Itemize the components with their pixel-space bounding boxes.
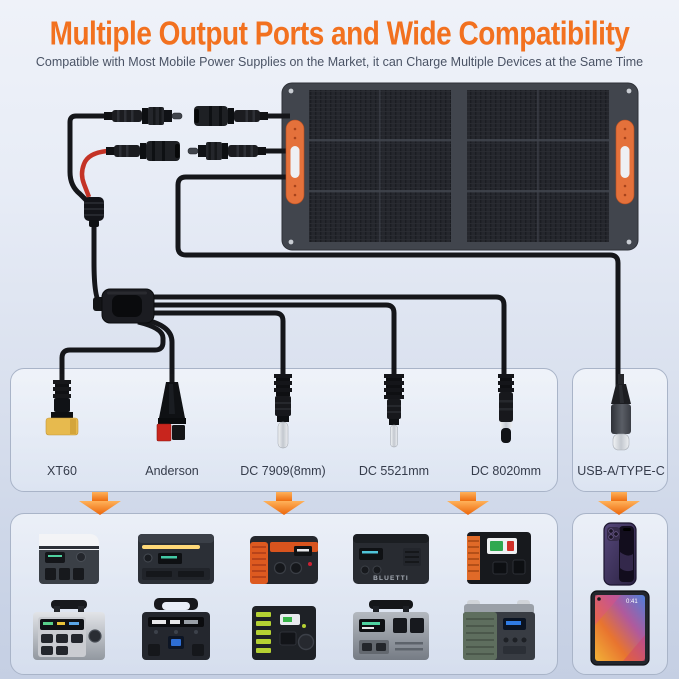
mobile-device-box: 0:41 bbox=[572, 513, 668, 675]
page-subtitle: Compatible with Most Mobile Power Suppli… bbox=[35, 55, 644, 69]
panel-handles bbox=[285, 119, 635, 205]
mc4-female-icon bbox=[106, 141, 180, 161]
power-station-gray-handle bbox=[340, 595, 443, 669]
header: Multiple Output Ports and Wide Compatibi… bbox=[0, 0, 679, 69]
connector-label: DC 5521mm bbox=[358, 464, 430, 478]
mc4-connector-pairs bbox=[103, 106, 268, 161]
dc7909-plug-icon bbox=[274, 374, 292, 449]
dc5521-plug-icon bbox=[384, 374, 404, 448]
device-group-box: BLUETTI bbox=[10, 513, 558, 675]
usb-type-c-plug-icon bbox=[611, 374, 631, 451]
page-title: Multiple Output Ports and Wide Compatibi… bbox=[49, 15, 630, 52]
bluetti-logo: BLUETTI bbox=[374, 575, 410, 582]
down-arrow-icon bbox=[598, 492, 640, 515]
connector-label: Anderson bbox=[145, 464, 199, 478]
mc4-male-icon bbox=[103, 106, 183, 126]
connector-label: XT60 bbox=[47, 464, 77, 478]
connector-xt60: XT60 bbox=[14, 374, 110, 478]
power-station-white bbox=[18, 519, 121, 593]
power-station-green bbox=[447, 595, 550, 669]
down-arrow-icon bbox=[263, 492, 305, 515]
down-arrow-icon bbox=[79, 492, 121, 515]
power-station-lime bbox=[232, 595, 335, 669]
connector-dc5521: DC 5521mm bbox=[346, 374, 442, 478]
down-arrow-icon bbox=[447, 492, 489, 515]
cable-splitter-icon bbox=[93, 288, 155, 324]
connector-label: DC 8020mm bbox=[470, 464, 542, 478]
connector-label: DC 7909(8mm) bbox=[240, 464, 326, 478]
connector-label: USB-A/TYPE-C bbox=[577, 464, 665, 478]
connector-dc7909: DC 7909(8mm) bbox=[235, 374, 331, 478]
mc4-male-icon bbox=[187, 141, 267, 161]
red-wire bbox=[79, 148, 108, 198]
connector-anderson: Anderson bbox=[124, 374, 220, 478]
power-station-flashfish bbox=[447, 519, 550, 593]
power-station-bluetti: BLUETTI bbox=[340, 519, 443, 593]
connector-usb-c: USB-A/TYPE-C bbox=[573, 374, 669, 478]
cables bbox=[59, 113, 621, 392]
smartphone-icon bbox=[603, 522, 637, 586]
dc-junction-plug-icon bbox=[84, 197, 104, 227]
tablet-icon: 0:41 bbox=[590, 590, 650, 666]
power-station-yellow-strip bbox=[125, 519, 228, 593]
connector-dc8020: DC 8020mm bbox=[458, 374, 554, 478]
power-station-silver bbox=[18, 595, 121, 669]
tablet-clock: 0:41 bbox=[626, 599, 638, 605]
dc8020-plug-icon bbox=[498, 374, 514, 443]
power-station-orange bbox=[232, 519, 335, 593]
power-station-dark-handle bbox=[125, 595, 228, 669]
mc4-female-icon bbox=[194, 106, 268, 126]
solar-panel-icon bbox=[281, 82, 639, 251]
anderson-plug-icon bbox=[156, 374, 186, 442]
xt60-plug-icon bbox=[45, 374, 79, 436]
